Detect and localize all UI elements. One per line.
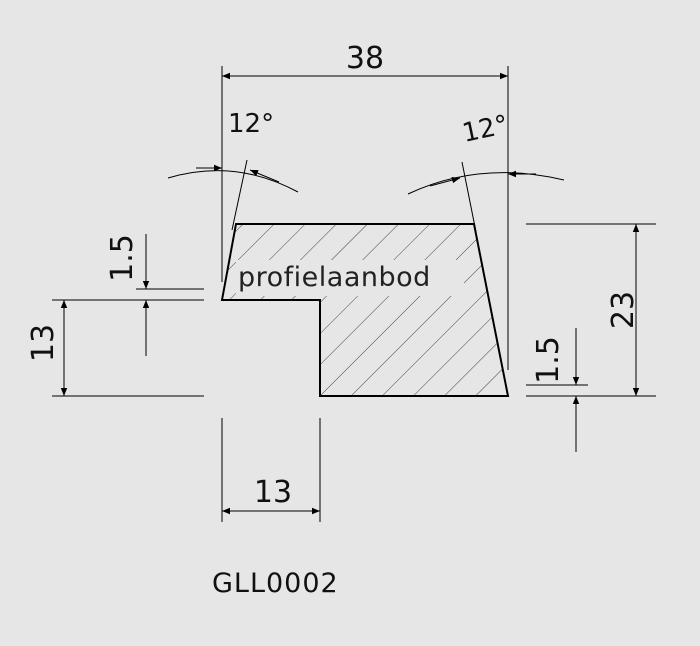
angle-left: 12° <box>167 109 299 231</box>
part-code: GLL0002 <box>212 568 339 599</box>
watermark-text: profielaanbod <box>238 262 431 293</box>
watermark-backdrop <box>236 260 464 296</box>
angle-right-arc <box>407 172 565 195</box>
rebate-width-dimension: 13 <box>221 418 321 522</box>
angle-right-tick <box>461 161 477 233</box>
right-offset-dimension: 1.5 <box>526 328 588 452</box>
angle-right-arrow-b <box>429 176 461 187</box>
angle-left-label: 12° <box>228 109 274 139</box>
angle-right-label: 12° <box>460 110 511 149</box>
width-label: 38 <box>346 41 384 76</box>
profile-section <box>220 223 510 397</box>
left-offset-label: 1.5 <box>105 234 140 282</box>
height-dimension: 23 <box>526 223 656 397</box>
rebate-height-dimension: 13 <box>26 299 204 397</box>
angle-left-arc <box>167 170 299 193</box>
angle-left-tick <box>231 159 248 231</box>
angle-right: 12° <box>407 110 565 233</box>
width-dimension: 38 <box>221 41 509 370</box>
height-label: 23 <box>606 291 641 329</box>
left-offset-dimension: 1.5 <box>105 234 204 356</box>
rebate-width-label: 13 <box>254 475 292 510</box>
right-offset-label: 1.5 <box>531 336 566 384</box>
angle-left-arrow-b <box>249 169 280 183</box>
rebate-height-label: 13 <box>26 324 61 362</box>
profile-outline <box>220 223 510 397</box>
